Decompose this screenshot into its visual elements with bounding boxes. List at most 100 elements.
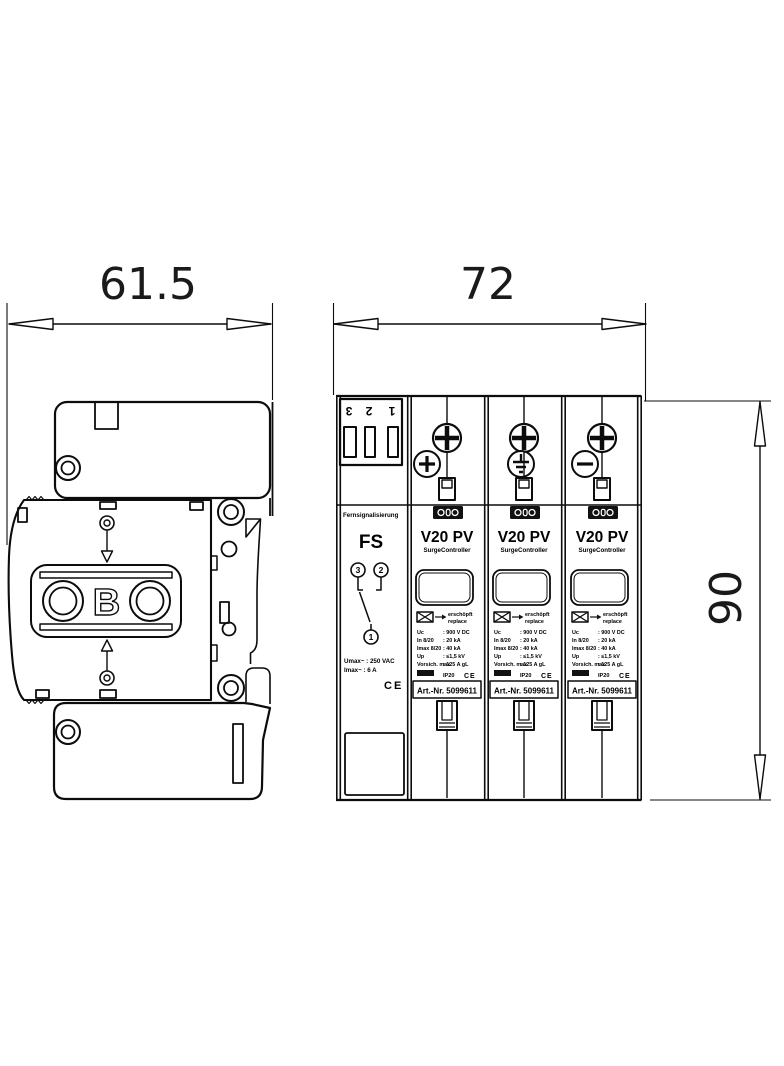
varistor-failure-icon xyxy=(571,611,602,623)
obo-logo: B xyxy=(30,564,182,638)
rail-hole xyxy=(221,621,237,637)
spec-value: : ≤1,5 kV xyxy=(520,654,542,660)
body-vent xyxy=(99,501,117,510)
spec-label: Up xyxy=(572,654,580,660)
spec-value: : 20 kA xyxy=(443,638,461,644)
spec-value: : 40 kA xyxy=(520,646,538,652)
bottom-clamp-cage xyxy=(596,700,608,721)
varistor-failure-icon xyxy=(493,611,524,623)
terminal-clamp xyxy=(593,477,611,501)
screw-hole xyxy=(55,719,81,745)
bracket-slot xyxy=(232,723,244,784)
rail-slot xyxy=(219,601,230,624)
rail-screw-inner xyxy=(223,680,239,696)
terminal-slot xyxy=(343,426,357,458)
terminal-slot xyxy=(364,426,376,458)
spec-label: Up xyxy=(417,654,425,660)
side-view: B xyxy=(7,400,274,801)
v20-module-1: V20 PV SurgeController erschöpft replace… xyxy=(412,396,482,798)
dimension-height: 90 xyxy=(644,400,771,801)
bottom-clamp xyxy=(436,700,458,731)
fs-rating-current: Imax~ : 6 A xyxy=(344,667,377,674)
body-vent xyxy=(35,689,50,699)
plus-terminal-icon xyxy=(413,450,441,478)
bottom-clamp-ticks xyxy=(594,722,610,728)
ce-mark: CE xyxy=(384,680,403,692)
spec-table: Uc : 900 V DC In 8/20 : 20 kA Imax 8/20 … xyxy=(572,630,625,668)
device-body xyxy=(7,498,213,702)
spec-value: : ≤1,5 kV xyxy=(598,654,620,660)
screw-hole xyxy=(55,455,81,481)
bottom-clamp xyxy=(513,700,535,731)
dimension-height-value: 90 xyxy=(701,570,752,626)
screw-hole-inner xyxy=(60,460,76,476)
spec-label: Up xyxy=(494,654,502,660)
plug-in-cartridge-inner xyxy=(495,572,548,603)
art-no: Art.-Nr. 5099611 xyxy=(572,687,633,696)
arrow-up-icon xyxy=(753,401,767,447)
dimension-side-width-value: 61.5 xyxy=(99,259,197,310)
module-title: V20 PV xyxy=(576,529,629,546)
spec-label: Imax 8/20 xyxy=(572,646,596,652)
bottom-clamp-ticks xyxy=(439,722,455,728)
spec-value: : 900 V DC xyxy=(598,630,625,636)
terminal-clamp-cage xyxy=(596,479,608,489)
dimension-side-width: 61.5 xyxy=(6,259,274,545)
dimension-front-width-value: 72 xyxy=(460,259,516,310)
fs-contact-1: 1 xyxy=(369,632,374,642)
spec-value: : 900 V DC xyxy=(520,630,547,636)
bracket-right-edge xyxy=(269,402,274,516)
varistor-failure-icon xyxy=(416,611,447,623)
ce-mark: CE xyxy=(464,673,476,680)
art-no-strip xyxy=(412,680,482,699)
spec-label: In 8/20 xyxy=(494,638,511,644)
status-text-en: replace xyxy=(525,619,544,625)
body-slot xyxy=(17,507,28,523)
fs-bottom-cover xyxy=(344,732,405,796)
bottom-clamp-cage xyxy=(441,700,453,721)
ip-rating: IP20 xyxy=(598,673,610,679)
terminal-clamp xyxy=(438,477,456,501)
spec-label: Uc xyxy=(417,630,424,636)
ce-mark: CE xyxy=(619,673,631,680)
dimension-front-width: 72 xyxy=(332,259,647,401)
spec-value: : 125 A gL xyxy=(443,662,469,668)
status-text-de: erschöpft xyxy=(525,612,550,618)
terminal-block xyxy=(338,397,404,467)
minus-terminal-icon xyxy=(571,450,599,478)
plug-in-cartridge-inner xyxy=(418,572,471,603)
status-text-en: replace xyxy=(603,619,622,625)
rail-screw-inner xyxy=(223,504,239,520)
certification-logo xyxy=(417,670,434,676)
arrow-down-icon xyxy=(753,754,767,800)
terminal-clamp-cage xyxy=(518,479,530,489)
terminal-clamp xyxy=(515,477,533,501)
terminal-label-2: 2 xyxy=(365,404,372,418)
obo-logo-strip xyxy=(588,506,618,519)
module-subtitle: SurgeController xyxy=(500,547,548,554)
art-no: Art.-Nr. 5099611 xyxy=(417,687,478,696)
bottom-clamp xyxy=(591,700,613,731)
spec-value: : 20 kA xyxy=(598,638,616,644)
module-separators xyxy=(336,396,642,800)
bottom-clamp-cage xyxy=(518,700,530,721)
v20-module-3: V20 PV SurgeController erschöpft replace… xyxy=(567,396,637,798)
spec-table: Uc : 900 V DC In 8/20 : 20 kA Imax 8/20 … xyxy=(417,630,470,668)
spec-value: : 20 kA xyxy=(520,638,538,644)
plug-in-cartridge xyxy=(415,569,474,606)
serration-bottom xyxy=(25,699,45,705)
front-view: 3 2 1 Fernsignalisierung FS 3 2 1 Umax~ … xyxy=(336,394,642,802)
terminal-label-1: 1 xyxy=(388,404,395,418)
spec-label: Vorsich. max xyxy=(572,662,605,668)
v20-module-2: V20 PV SurgeController erschöpft replace… xyxy=(489,396,559,798)
rail-screw xyxy=(217,674,245,702)
obo-logo-b: B xyxy=(93,582,120,624)
serration-top xyxy=(25,495,45,501)
plug-in-cartridge xyxy=(570,569,629,606)
certification-logo xyxy=(494,670,511,676)
fs-name: FS xyxy=(359,532,383,553)
screw-hole-inner xyxy=(60,724,76,740)
body-vent xyxy=(189,501,204,511)
body-vent xyxy=(99,689,117,699)
